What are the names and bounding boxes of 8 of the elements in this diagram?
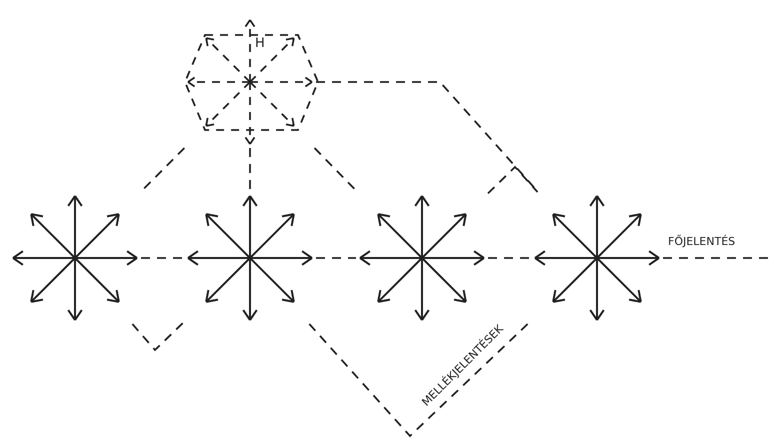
connector-line xyxy=(487,166,538,194)
edge-label: FŐJELENTÉS xyxy=(668,236,736,247)
connector-line xyxy=(488,257,531,259)
connector-line xyxy=(132,321,185,352)
connector-line xyxy=(663,257,771,259)
connector-line xyxy=(141,257,184,259)
connector-line xyxy=(249,148,251,192)
connector-line xyxy=(316,257,356,259)
